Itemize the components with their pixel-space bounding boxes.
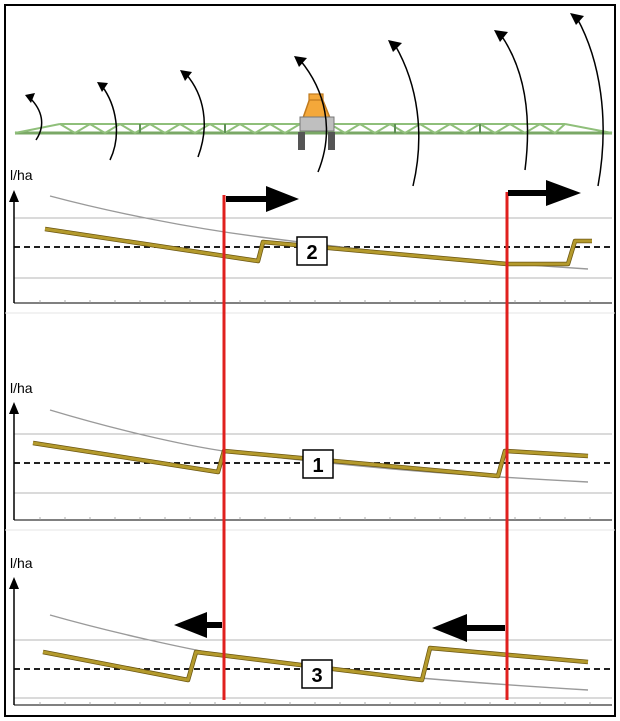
curved-arrow-icon xyxy=(101,85,118,161)
badge-panel-2: 2 xyxy=(296,236,328,266)
y-axis-label-panel-1: l/ha xyxy=(10,380,33,396)
curved-arrow-icon xyxy=(576,17,604,187)
section-markers xyxy=(222,192,509,700)
badge-label: 1 xyxy=(312,455,323,477)
arrow-left-icon xyxy=(432,614,505,642)
badge-label: 3 xyxy=(311,665,322,687)
curved-arrow-icon xyxy=(29,97,43,141)
boom-truss xyxy=(14,122,613,135)
arrow-right-icon xyxy=(226,186,299,212)
chart-panels xyxy=(9,190,612,706)
sprayer-boom-illustration xyxy=(14,13,613,187)
curved-arrow-heads xyxy=(25,13,584,103)
curved-arrow-icon xyxy=(394,44,420,187)
arrow-right-icon xyxy=(508,180,581,206)
curved-arrow-icon xyxy=(500,34,529,171)
curved-arrows xyxy=(29,17,604,187)
y-axis-arrow-icon xyxy=(9,402,19,414)
badge-label: 2 xyxy=(306,242,317,264)
shift-arrows-left xyxy=(174,612,505,642)
badge-panel-1: 1 xyxy=(302,449,334,479)
curved-arrow-icon xyxy=(185,73,205,158)
badge-panel-3: 3 xyxy=(301,659,333,689)
flow-curve xyxy=(32,441,589,478)
curved-arrow-icon xyxy=(299,59,328,173)
y-axis-label-panel-3: l/ha xyxy=(10,555,33,571)
y-axis-arrow-icon xyxy=(9,190,19,202)
y-axis-label-panel-2: l/ha xyxy=(10,167,33,183)
y-axis-arrow-icon xyxy=(9,577,19,589)
wheels-icon xyxy=(298,132,335,150)
arrow-left-icon xyxy=(174,612,222,638)
shift-arrows-right xyxy=(226,180,581,212)
